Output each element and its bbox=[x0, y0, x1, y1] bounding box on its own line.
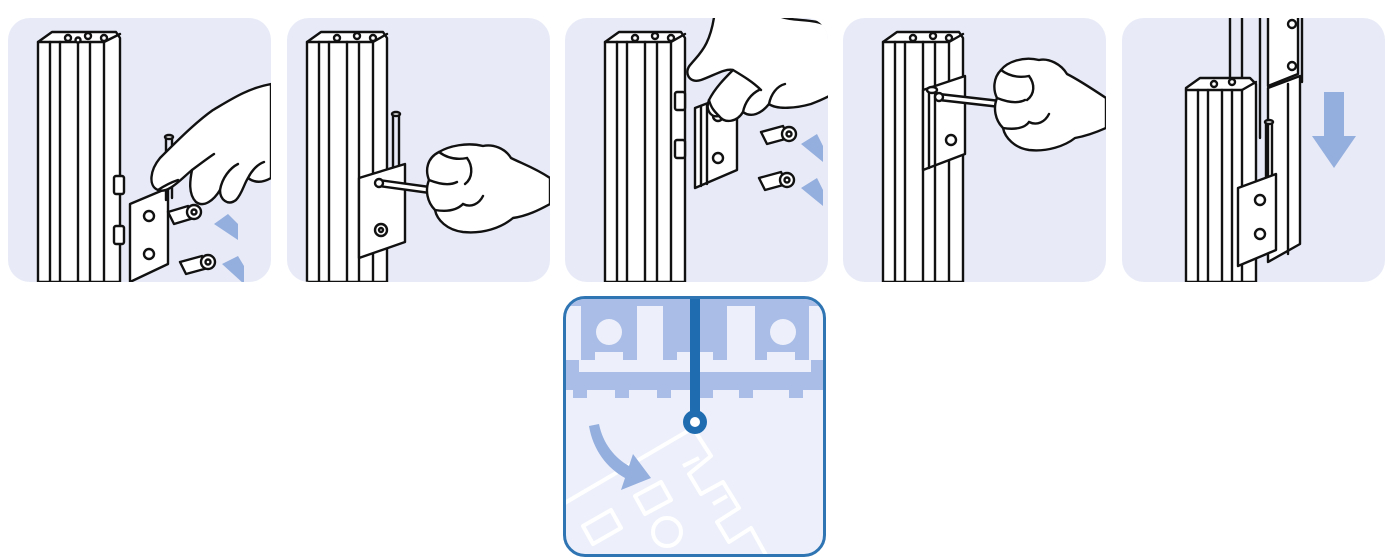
step-3-illustration bbox=[565, 18, 828, 282]
aluminium-profile bbox=[605, 32, 685, 282]
fist-icon bbox=[427, 144, 550, 232]
hand-icon bbox=[151, 84, 271, 204]
push-arrow-icon bbox=[222, 256, 244, 282]
rotation-detail-panel bbox=[563, 296, 826, 557]
step-1-panel bbox=[8, 18, 271, 282]
hand-icon bbox=[687, 18, 828, 121]
step-5-illustration bbox=[1122, 18, 1385, 282]
step-4-panel bbox=[843, 18, 1106, 282]
aluminium-profile bbox=[38, 32, 120, 282]
step-1-illustration bbox=[8, 18, 271, 282]
step-5-panel bbox=[1122, 18, 1385, 282]
push-arrow-icon bbox=[801, 134, 823, 162]
step-4-illustration bbox=[843, 18, 1106, 282]
push-arrow-icon bbox=[801, 178, 823, 206]
rotation-detail-illustration bbox=[563, 296, 826, 557]
screw-icon bbox=[759, 172, 794, 190]
screw-icon bbox=[168, 205, 201, 224]
screw-icon bbox=[180, 255, 215, 274]
screw-icon bbox=[761, 126, 796, 144]
step-3-panel bbox=[565, 18, 828, 282]
step-2-panel bbox=[287, 18, 550, 282]
hinge-leaf bbox=[923, 76, 965, 170]
profile-section-rotated bbox=[563, 428, 767, 557]
arrow-down-icon bbox=[1312, 92, 1356, 168]
fist-icon bbox=[994, 59, 1106, 151]
step-2-illustration bbox=[287, 18, 550, 282]
push-arrow-icon bbox=[214, 214, 238, 240]
